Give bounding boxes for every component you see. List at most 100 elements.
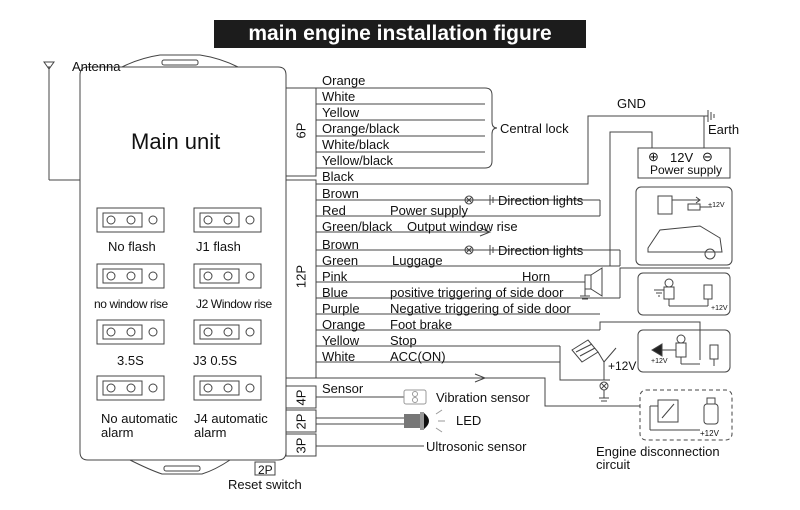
gnd-label: GND <box>617 96 646 111</box>
jumper-no-flash <box>96 207 165 233</box>
direction-lights-label: Direction lights <box>498 193 584 208</box>
vibration-sensor-icon <box>403 389 427 405</box>
door-switch-box <box>637 272 731 316</box>
ultrasonic-sensor-label: Ultrosonic sensor <box>426 439 527 454</box>
wire-label: White <box>322 349 356 364</box>
jumper-j3 <box>193 319 262 345</box>
wire-label: Green <box>322 253 359 268</box>
lamp-icon-direction-1 <box>464 195 494 205</box>
antenna-icon <box>43 61 80 181</box>
wire-desc: Negative triggering of side door <box>390 301 571 316</box>
wire-label: Yellow <box>322 105 360 120</box>
central-lock-brace <box>484 87 498 169</box>
wire-label: White/black <box>322 137 390 152</box>
connector-6p <box>285 87 317 177</box>
jumper-label: J4 automatic alarm <box>194 411 268 440</box>
wire-label: Orange <box>322 317 366 332</box>
plus12v-label: +12V <box>700 429 719 438</box>
led-icon <box>404 409 445 433</box>
jumper-j2 <box>193 263 262 289</box>
wire-desc: ACC(ON) <box>390 349 446 364</box>
engine-disconnect-label-2: circuit <box>596 457 630 472</box>
jumper-label: J1 flash <box>196 239 241 254</box>
plus-terminal-icon: ⊕ <box>648 149 659 164</box>
wire-label: Green/black <box>322 219 393 234</box>
jumper-label: no window rise <box>94 297 168 311</box>
wire-label: Brown <box>322 186 359 201</box>
jumper-no-auto-alarm <box>96 375 165 401</box>
earth-label: Earth <box>708 122 740 137</box>
reset-switch-connector <box>254 461 276 476</box>
connector-2p <box>285 409 317 433</box>
connector-2p-label: 2P <box>293 413 309 430</box>
mounting-ear-bottom <box>129 459 231 475</box>
wire-label: Yellow/black <box>322 153 394 168</box>
earth-ground-icon <box>707 110 715 122</box>
reset-connector-label: 2P <box>258 463 273 477</box>
wire-label: Brown <box>322 237 359 252</box>
jumper-j4 <box>193 375 262 401</box>
wire-desc: Horn <box>522 269 551 284</box>
power-voltage: 12V <box>670 150 694 165</box>
antenna-label: Antenna <box>72 59 121 74</box>
wire-label: Pink <box>322 269 348 284</box>
wire-desc: Output window rise <box>407 219 518 234</box>
vibration-sensor-label: Vibration sensor <box>436 390 530 405</box>
wire-label: Blue <box>322 285 349 300</box>
horn-icon <box>580 267 603 300</box>
jumper-j1 <box>193 207 262 233</box>
starter-motor-icon <box>703 397 719 425</box>
brake-pedal-box <box>637 329 731 373</box>
stop-light-switch-icon <box>571 339 617 402</box>
engine-disconnect-label: Engine disconnection <box>596 444 720 459</box>
wire-label: Purple <box>322 301 360 316</box>
central-lock-label: Central lock <box>500 121 569 136</box>
jumper-label: No flash <box>108 239 156 254</box>
brake-pedal-icon <box>651 334 719 366</box>
jumper-label: J3 0.5S <box>193 353 238 368</box>
jumper-grid <box>96 207 262 401</box>
wire-label: Orange <box>322 73 366 88</box>
connector-6p-label: 6P <box>293 122 309 139</box>
minus-terminal-icon: ⊖ <box>702 149 713 164</box>
mounting-ear-top <box>121 54 239 68</box>
engine-disconnect-box <box>639 389 733 441</box>
jumper-no-window-rise <box>96 263 165 289</box>
plus12v-label: +12V <box>608 359 637 373</box>
jumper-label: J2 Window rise <box>196 297 272 311</box>
plus12v-label: +12V <box>708 202 725 209</box>
jumper-3-5s <box>96 319 165 345</box>
power-supply-label: Power supply <box>650 163 723 177</box>
wire-desc: Luggage <box>392 253 443 268</box>
wire-label: Red <box>322 203 346 218</box>
power-supply-box <box>637 147 731 179</box>
led-label: LED <box>456 413 482 428</box>
wire-desc: Stop <box>390 333 417 348</box>
reset-switch-label: Reset switch <box>228 477 302 492</box>
wire-label: Black <box>322 169 354 184</box>
page-title: main engine installation figure <box>214 20 586 48</box>
wire-desc: Power supply <box>390 203 469 218</box>
plus12v-label: +12V <box>651 358 668 365</box>
jumper-label: No automatic alarm <box>101 411 178 440</box>
connector-3p-label: 3P <box>293 437 309 454</box>
door-switch-icon <box>654 278 713 307</box>
wire-label: White <box>322 89 356 104</box>
direction-lights-label: Direction lights <box>498 243 584 258</box>
wire-label: Yellow <box>322 333 360 348</box>
wire-desc: Foot brake <box>390 317 453 332</box>
wire-desc: positive triggering of side door <box>390 285 564 300</box>
connector-4p-label: 4P <box>293 389 309 406</box>
relay-icon <box>649 399 700 431</box>
wire-label: Orange/black <box>322 121 400 136</box>
connector-3p <box>285 433 317 457</box>
plus12v-label: +12V <box>711 305 728 312</box>
jumper-label: 3.5S <box>117 353 144 368</box>
main-unit-label: Main unit <box>131 129 221 154</box>
connector-12p-label: 12P <box>293 264 309 289</box>
car-trunk-box <box>635 186 733 266</box>
sensor-wire-label: Sensor <box>322 381 364 396</box>
lamp-icon-direction-2 <box>464 245 494 255</box>
connector-12p <box>285 179 317 379</box>
